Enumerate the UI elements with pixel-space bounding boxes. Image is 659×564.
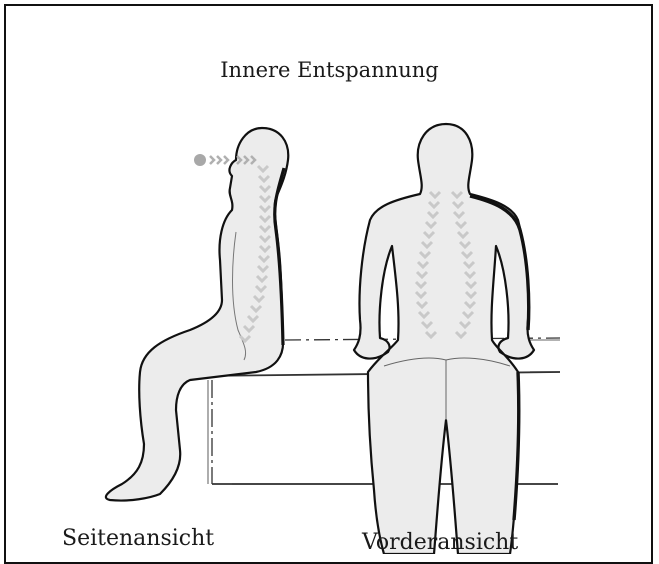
side-view-caption: Seitenansicht <box>62 526 214 551</box>
side-view-figure <box>106 128 288 501</box>
front-figure-silhouette <box>354 124 534 554</box>
front-view-figure <box>354 124 534 554</box>
front-view-caption: Vorderansicht <box>362 530 518 555</box>
side-figure-silhouette <box>106 128 288 501</box>
gaze-indicator <box>194 154 206 166</box>
